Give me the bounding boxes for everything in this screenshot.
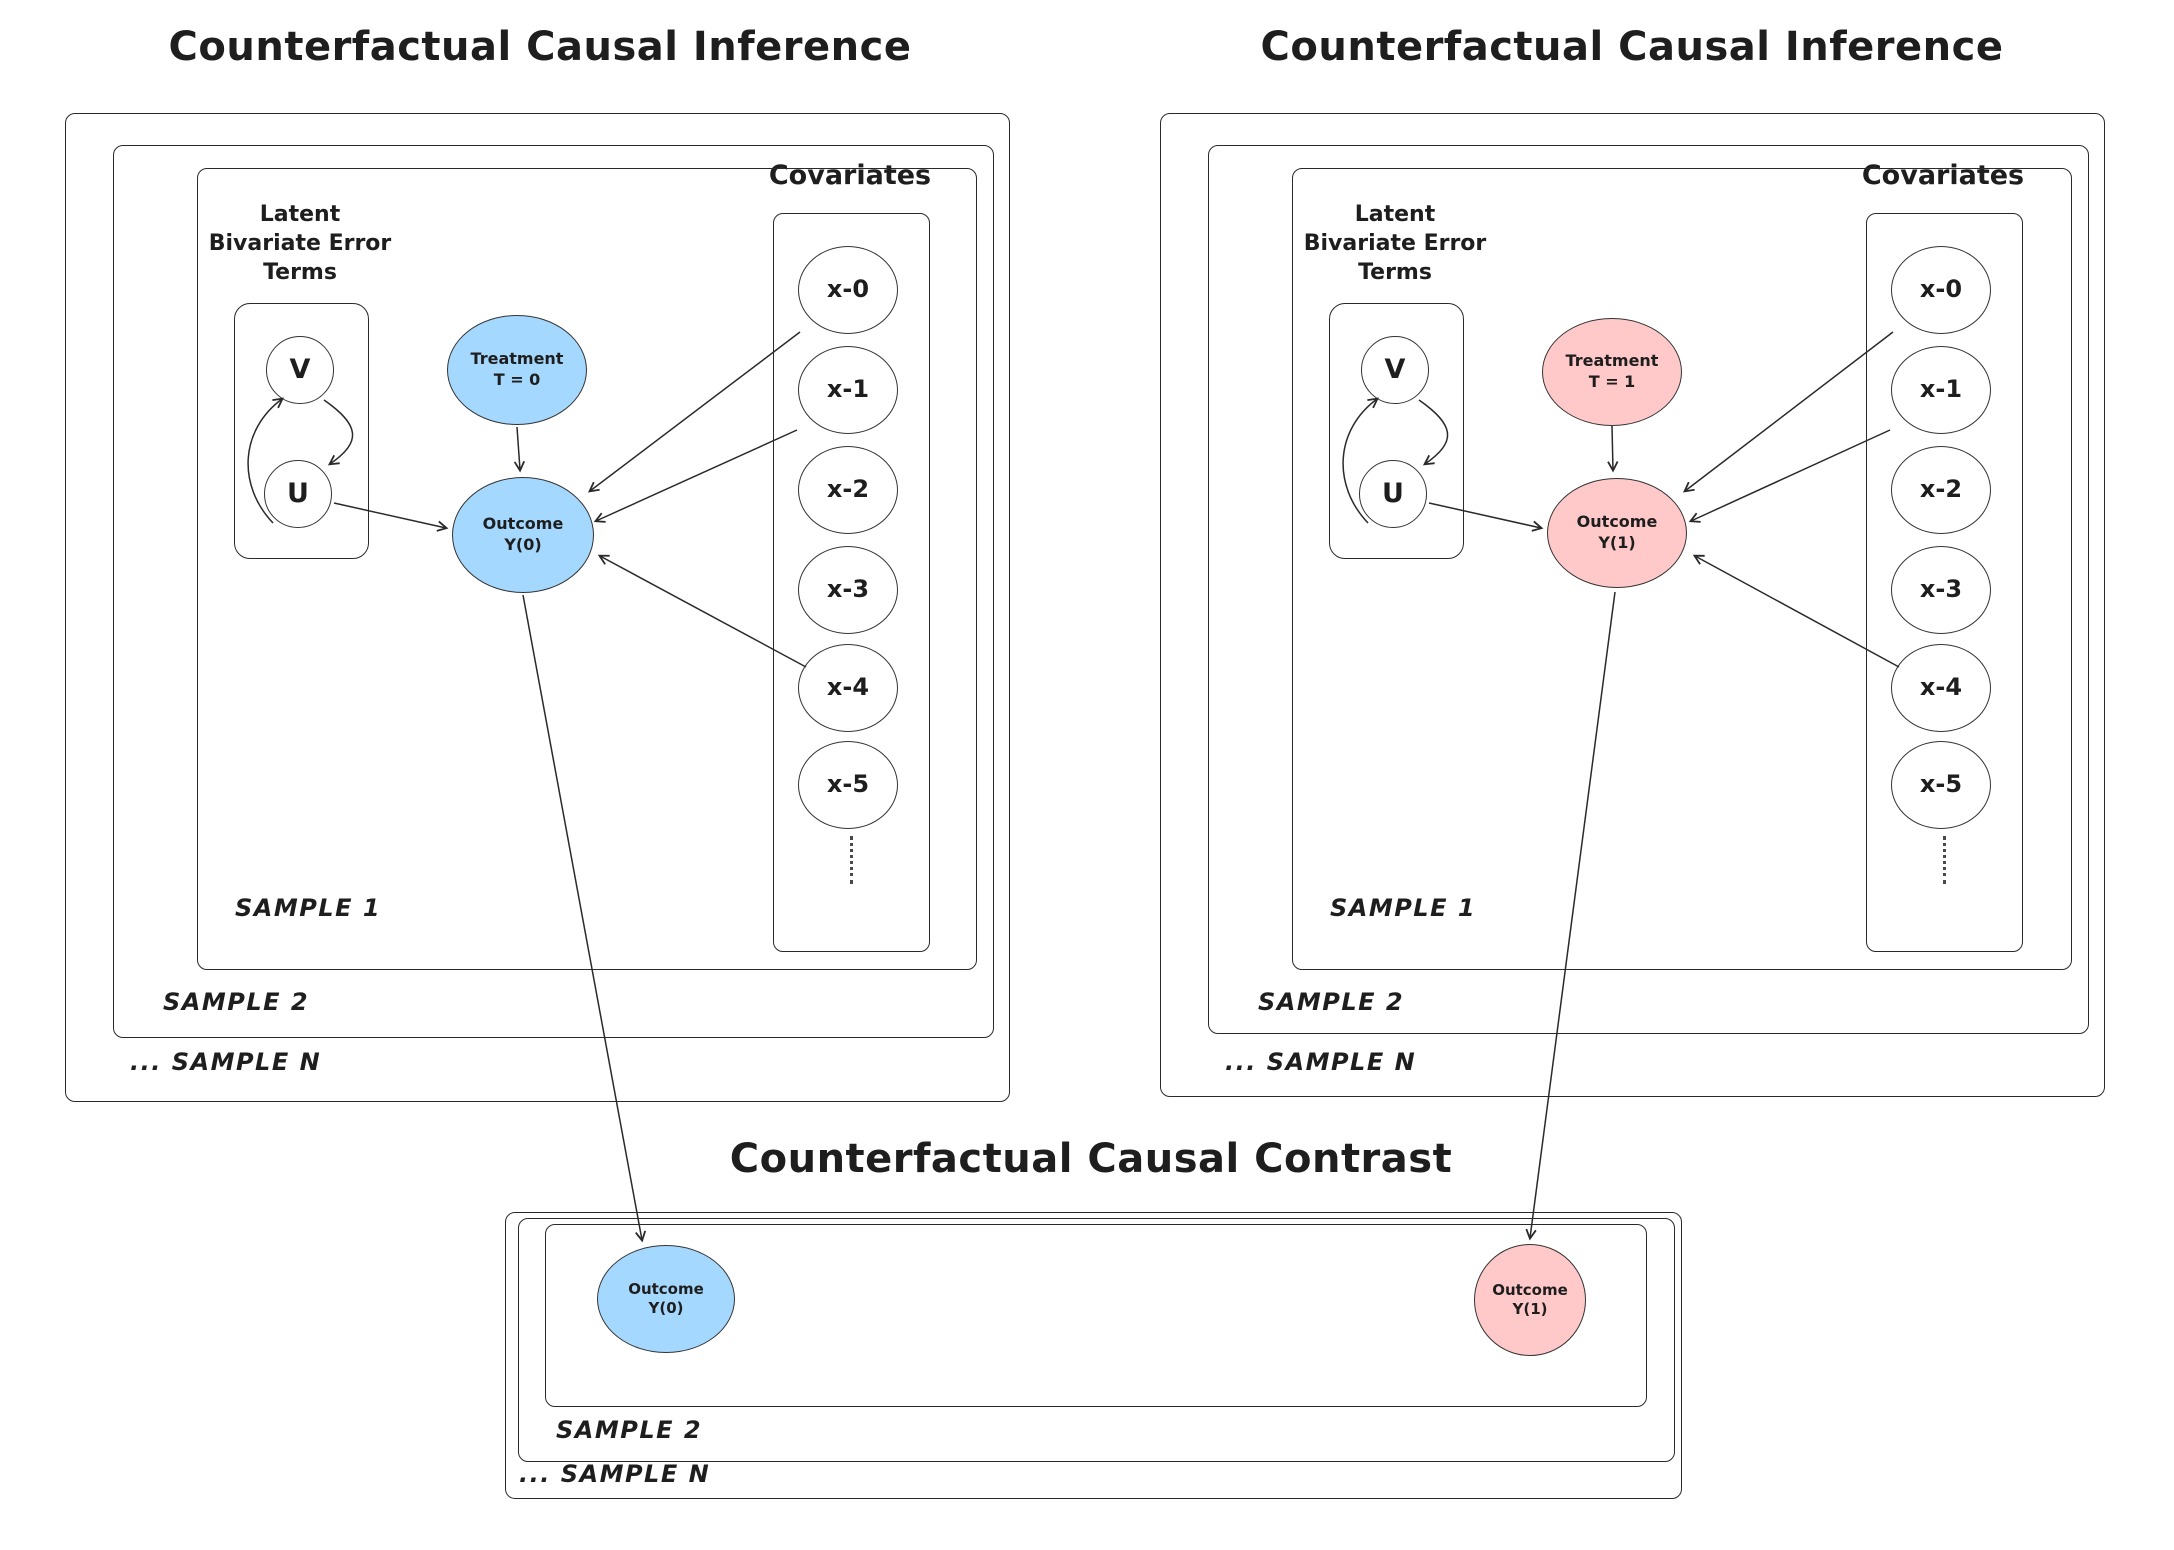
left-panel-title: Counterfactual Causal Inference xyxy=(168,24,912,70)
left-covariate-x3: x-3 xyxy=(798,546,898,634)
left-covariate-x1: x-1 xyxy=(798,346,898,434)
right-latent-box xyxy=(1329,303,1464,559)
latent-line-3: Terms xyxy=(263,260,337,285)
left-sample-1-label: SAMPLE 1 xyxy=(234,894,382,922)
x4-label: x-4 xyxy=(826,673,870,702)
outcome-line-1: Outcome xyxy=(1576,512,1658,532)
left-node-v: V xyxy=(266,336,334,404)
x3-label: x-3 xyxy=(1919,575,1963,604)
left-outcome-node: Outcome Y(0) xyxy=(452,477,594,593)
contrast-sample-2-box xyxy=(518,1218,1675,1462)
left-covariate-x4: x-4 xyxy=(798,644,898,732)
left-latent-error-label: Latent Bivariate Error Terms xyxy=(190,200,410,287)
latent-line-2: Bivariate Error xyxy=(208,231,392,256)
x1-label: x-1 xyxy=(1919,375,1963,404)
left-treatment-node: Treatment T = 0 xyxy=(447,315,587,425)
outcome-line-2: Y(0) xyxy=(504,535,542,554)
right-covariate-x5: x-5 xyxy=(1891,741,1991,829)
outcome-line-1: Outcome xyxy=(628,1279,704,1298)
x5-label: x-5 xyxy=(826,770,870,799)
left-sample-n-label: ... SAMPLE N xyxy=(130,1048,322,1076)
x0-label: x-0 xyxy=(826,275,870,304)
x4-label: x-4 xyxy=(1919,673,1963,702)
outcome-line-2: Y(0) xyxy=(648,1299,684,1317)
x2-label: x-2 xyxy=(826,475,870,504)
treatment-line-1: Treatment xyxy=(470,349,564,369)
contrast-sample-n-label: ... SAMPLE N xyxy=(519,1460,711,1488)
contrast-sample-2-label: SAMPLE 2 xyxy=(556,1416,703,1444)
latent-line-1: Latent xyxy=(259,202,341,227)
outcome-line-1: Outcome xyxy=(1492,1280,1568,1299)
treatment-line-2: T = 1 xyxy=(1588,372,1636,391)
right-latent-error-label: Latent Bivariate Error Terms xyxy=(1285,200,1505,287)
right-sample-n-label: ... SAMPLE N xyxy=(1225,1048,1417,1076)
left-covariate-x2: x-2 xyxy=(798,446,898,534)
x2-label: x-2 xyxy=(1919,475,1963,504)
right-sample-1-box xyxy=(1292,168,2072,970)
right-treatment-node: Treatment T = 1 xyxy=(1542,318,1682,426)
left-latent-box xyxy=(234,303,369,559)
latent-line-3: Terms xyxy=(1358,260,1432,285)
v-label: V xyxy=(1384,354,1406,386)
left-covariates-title: Covariates xyxy=(768,160,932,191)
right-covariate-x0: x-0 xyxy=(1891,246,1991,334)
u-label: U xyxy=(287,478,309,510)
x3-label: x-3 xyxy=(826,575,870,604)
right-covariate-x2: x-2 xyxy=(1891,446,1991,534)
right-covariates-ellipsis-icon xyxy=(1943,836,1946,884)
left-covariate-x0: x-0 xyxy=(798,246,898,334)
x0-label: x-0 xyxy=(1919,275,1963,304)
contrast-outcome-y1-node: Outcome Y(1) xyxy=(1474,1244,1586,1356)
contrast-sample-1-box xyxy=(545,1224,1647,1407)
right-outcome-node: Outcome Y(1) xyxy=(1547,478,1687,588)
outcome-line-2: Y(1) xyxy=(1512,1300,1548,1318)
right-covariate-x3: x-3 xyxy=(1891,546,1991,634)
latent-line-1: Latent xyxy=(1354,202,1436,227)
v-label: V xyxy=(289,354,311,386)
right-node-u: U xyxy=(1359,460,1427,528)
treatment-line-2: T = 0 xyxy=(493,370,541,389)
left-covariates-ellipsis-icon xyxy=(850,836,853,884)
treatment-line-1: Treatment xyxy=(1565,351,1659,371)
x5-label: x-5 xyxy=(1919,770,1963,799)
right-covariates-title: Covariates xyxy=(1861,160,2025,191)
right-covariate-x1: x-1 xyxy=(1891,346,1991,434)
left-covariate-x5: x-5 xyxy=(798,741,898,829)
right-covariate-x4: x-4 xyxy=(1891,644,1991,732)
contrast-sample-n-box xyxy=(505,1212,1682,1499)
left-sample-2-label: SAMPLE 2 xyxy=(163,988,310,1016)
right-panel-title: Counterfactual Causal Inference xyxy=(1260,24,2004,70)
left-node-u: U xyxy=(264,460,332,528)
right-sample-2-box xyxy=(1208,145,2089,1034)
right-sample-1-label: SAMPLE 1 xyxy=(1329,894,1477,922)
outcome-line-1: Outcome xyxy=(482,514,564,534)
right-node-v: V xyxy=(1361,336,1429,404)
right-sample-n-box xyxy=(1160,113,2105,1097)
contrast-panel-title: Counterfactual Causal Contrast xyxy=(729,1136,1453,1182)
outcome-line-2: Y(1) xyxy=(1598,533,1636,552)
contrast-outcome-y0-node: Outcome Y(0) xyxy=(597,1245,735,1353)
x1-label: x-1 xyxy=(826,375,870,404)
right-sample-2-label: SAMPLE 2 xyxy=(1258,988,1405,1016)
u-label: U xyxy=(1382,478,1404,510)
latent-line-2: Bivariate Error xyxy=(1303,231,1487,256)
